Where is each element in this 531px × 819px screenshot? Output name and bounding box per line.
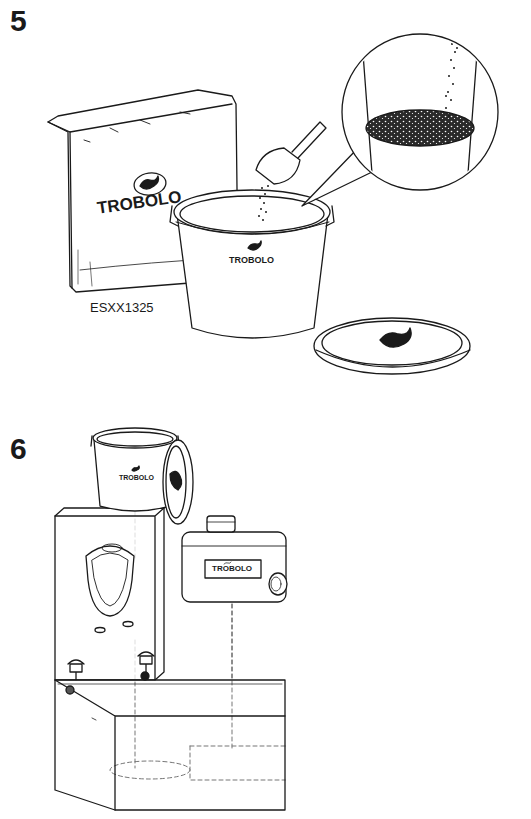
brand-label: TROBOLO bbox=[212, 565, 252, 573]
scoop bbox=[256, 122, 326, 184]
box-frame bbox=[55, 672, 285, 810]
zoom-callout bbox=[302, 34, 498, 206]
article-number: ESXX1325 bbox=[90, 301, 154, 314]
water-canister bbox=[182, 516, 287, 602]
bucket-lid bbox=[314, 318, 470, 374]
bucket bbox=[170, 190, 334, 338]
hinge bbox=[68, 652, 154, 680]
brand-label: TROBOLO bbox=[119, 474, 154, 481]
falling-granules bbox=[258, 185, 269, 221]
step-number: 5 bbox=[10, 6, 27, 36]
back-panel bbox=[55, 508, 164, 680]
brand-label: TROBOLO bbox=[229, 256, 274, 265]
step-number: 6 bbox=[10, 434, 27, 464]
bucket-lid bbox=[163, 440, 193, 524]
